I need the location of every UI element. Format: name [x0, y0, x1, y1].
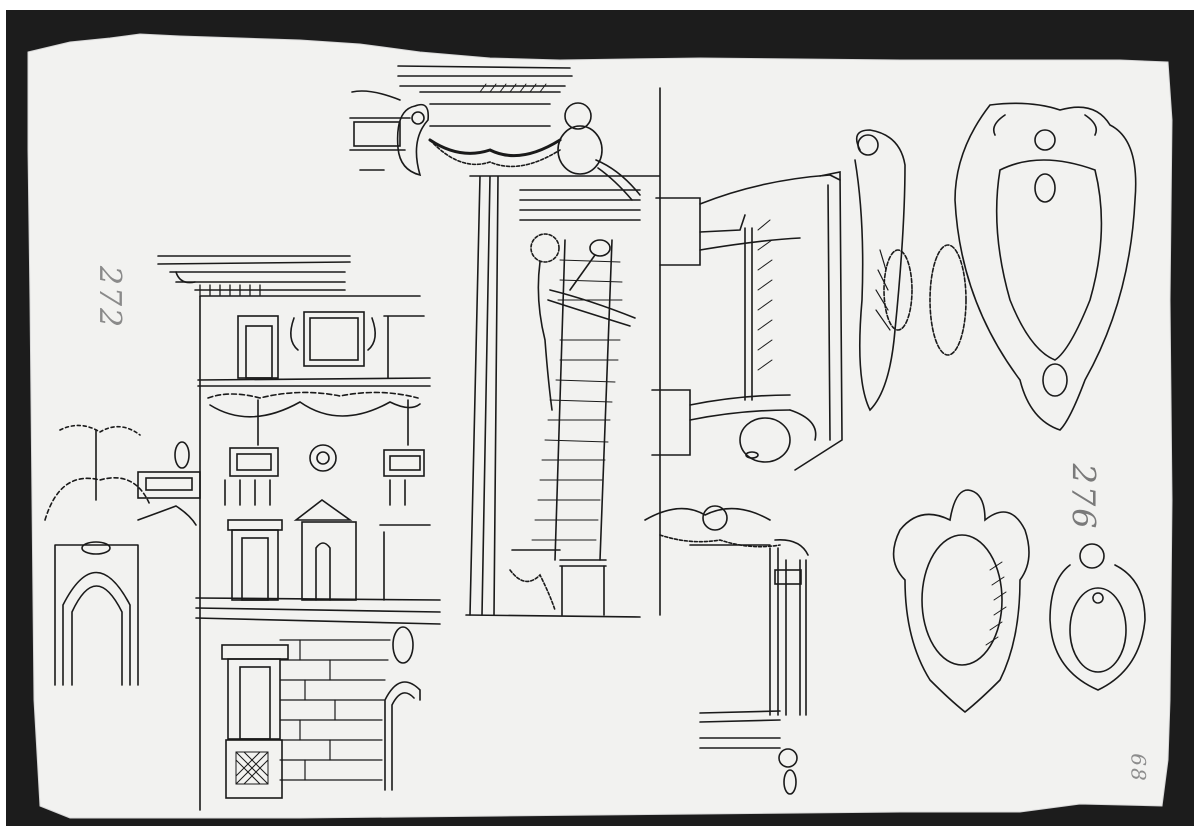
pencil-annotation-right: 276 [1064, 463, 1103, 531]
pencil-annotation-corner: 68 [1126, 753, 1151, 783]
cornice-putto [349, 65, 661, 616]
left-arched-niche [44, 424, 201, 686]
door-frame [644, 505, 809, 795]
winged-cartouche [854, 102, 1137, 431]
pencil-annotation-left: 272 [92, 265, 128, 330]
volute-brackets [651, 171, 843, 471]
small-cartouches [892, 489, 1146, 714]
paper-sheet [27, 33, 1173, 819]
facade-elevation [157, 255, 441, 811]
caryatid-column [465, 233, 641, 618]
